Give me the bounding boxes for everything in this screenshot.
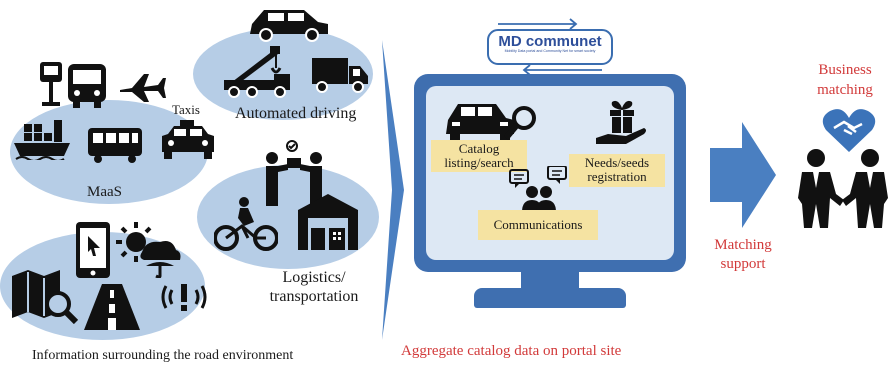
package-handover-icon (266, 140, 322, 206)
business-matching-line1: Business (818, 62, 872, 78)
monitor-neck (521, 272, 579, 290)
heart-handshake-icon (822, 109, 876, 152)
airplane-icon (120, 74, 166, 102)
business-matching-line2: matching (817, 82, 873, 98)
business-matching-label: Business matching (800, 60, 890, 100)
delivery-truck-icon (312, 58, 368, 93)
flow-chevron (382, 40, 404, 340)
logistics-label: Logistics/ transportation (264, 268, 364, 306)
md-communet-brand: MD communet (498, 33, 602, 50)
road-icon (84, 284, 140, 330)
communications-highlight: Communications (478, 210, 598, 240)
logistics-label-line1: Logistics/ (282, 269, 346, 286)
md-communet-tagline: Mobility Data portal and Community Net f… (504, 49, 596, 53)
bus-icon (68, 64, 106, 108)
ship-icon (14, 120, 70, 160)
smartphone-icon (76, 222, 110, 278)
monitor-base (474, 288, 626, 308)
catalog-label-line2: listing/search (444, 155, 514, 170)
crane-truck-icon (224, 46, 290, 98)
gift-hand-icon (596, 100, 646, 144)
bicycle-icon (214, 197, 278, 251)
road-info-label: Information surrounding the road environ… (32, 348, 294, 363)
warehouse-icon (298, 194, 358, 250)
needs-label-line2: registration (587, 169, 647, 184)
train-icon (88, 128, 142, 163)
bus-stop-icon (40, 62, 62, 106)
matching-support-line1: Matching (714, 237, 772, 253)
car-search-icon (446, 104, 536, 141)
automated-driving-label: Automated driving (235, 105, 357, 122)
matching-arrow (710, 122, 776, 228)
communications-label: Communications (493, 217, 583, 232)
car-icon (250, 10, 328, 42)
catalog-label-line1: Catalog (458, 141, 500, 156)
portal-caption: Aggregate catalog data on portal site (401, 343, 622, 359)
needs-highlight: Needs/seeds registration (569, 154, 665, 187)
maas-label: MaaS (87, 184, 122, 200)
map-search-icon (12, 270, 78, 324)
weather-icon (116, 222, 181, 278)
md-communet-logo (487, 18, 613, 76)
catalog-highlight: Catalog listing/search (431, 140, 527, 172)
chat-people-icon (509, 166, 567, 212)
matching-support-label: Matching support (703, 236, 783, 274)
businessmen-icon (798, 149, 888, 228)
matching-support-line2: support (720, 256, 766, 272)
alert-signal-icon (161, 284, 207, 311)
taxis-label: Taxis (172, 102, 200, 117)
taxi-icon (162, 120, 214, 159)
logistics-label-line2: transportation (269, 288, 359, 305)
needs-label-line1: Needs/seeds (584, 155, 650, 170)
